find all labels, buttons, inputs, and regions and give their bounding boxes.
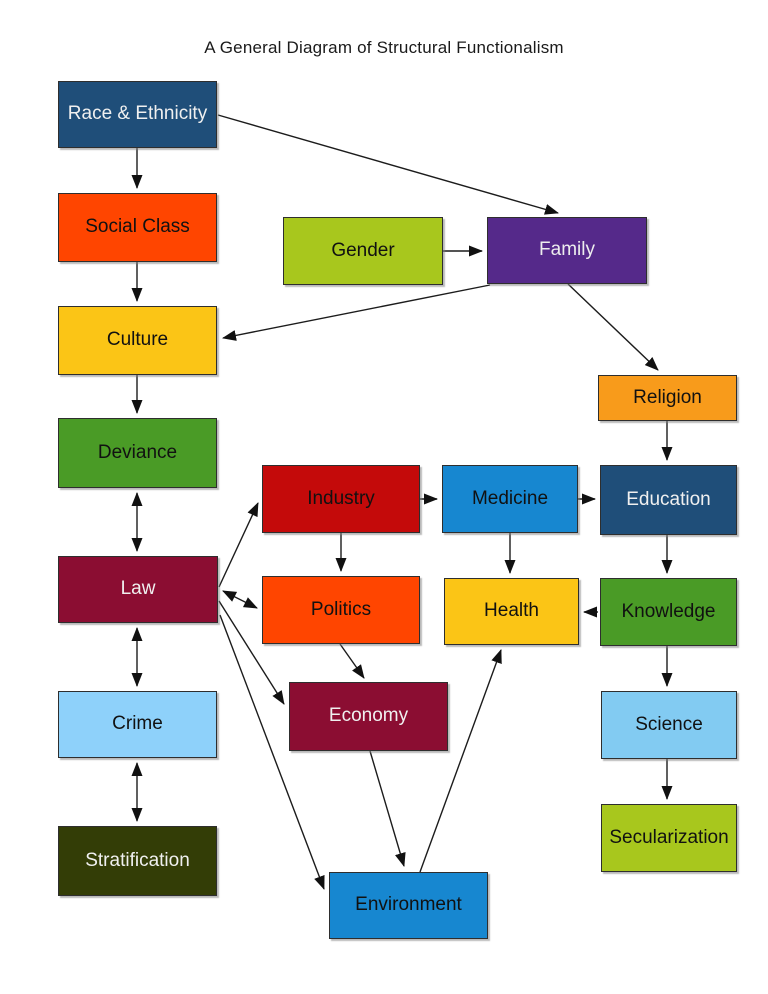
node-education: Education (600, 465, 737, 535)
node-label: Politics (310, 598, 372, 620)
node-label: Industry (307, 487, 375, 509)
diagram-title: A General Diagram of Structural Function… (204, 38, 564, 57)
node-law: Law (58, 556, 218, 623)
edge-family-to-culture (222, 284, 491, 341)
node-label: Law (120, 578, 156, 600)
node-deviance: Deviance (58, 418, 217, 488)
edge-law-to-politics (222, 590, 258, 609)
node-label: Environment (355, 894, 462, 916)
node-label: Medicine (471, 487, 549, 509)
node-religion: Religion (598, 375, 737, 421)
node-label: Deviance (97, 441, 178, 463)
node-label: Stratification (85, 849, 190, 871)
node-label: Secularization (609, 826, 729, 848)
node-health: Health (444, 578, 579, 645)
node-culture: Culture (58, 306, 217, 375)
node-gender: Gender (283, 217, 443, 285)
node-race-ethnicity: Race & Ethnicity (58, 81, 217, 148)
edge-family-to-religion (567, 283, 659, 371)
node-knowledge: Knowledge (600, 578, 737, 646)
node-label: Education (626, 488, 711, 510)
node-economy: Economy (289, 682, 448, 751)
node-label: Race & Ethnicity (67, 103, 208, 125)
node-environment: Environment (329, 872, 488, 939)
node-stratification: Stratification (58, 826, 217, 896)
node-industry: Industry (262, 465, 420, 533)
node-medicine: Medicine (442, 465, 578, 533)
node-crime: Crime (58, 691, 217, 758)
node-label: Health (484, 600, 539, 622)
edge-politics-to-economy (339, 643, 365, 679)
node-label: Social Class (85, 216, 190, 238)
node-label: Knowledge (621, 600, 716, 622)
node-label: Economy (328, 705, 409, 727)
node-label: Family (539, 239, 595, 261)
edge-economy-to-environment (369, 750, 406, 867)
node-label: Culture (106, 329, 169, 351)
edge-law-to-industry (218, 502, 259, 588)
node-label: Crime (112, 713, 163, 735)
node-politics: Politics (262, 576, 420, 644)
node-secularization: Secularization (601, 804, 737, 872)
node-social-class: Social Class (58, 193, 217, 262)
node-science: Science (601, 691, 737, 759)
edge-law-to-environment (219, 614, 325, 890)
node-label: Science (635, 713, 703, 735)
node-label: Gender (331, 239, 395, 261)
node-family: Family (487, 217, 647, 284)
node-label: Religion (633, 386, 702, 408)
edge-race-ethnicity-to-family (217, 114, 559, 215)
